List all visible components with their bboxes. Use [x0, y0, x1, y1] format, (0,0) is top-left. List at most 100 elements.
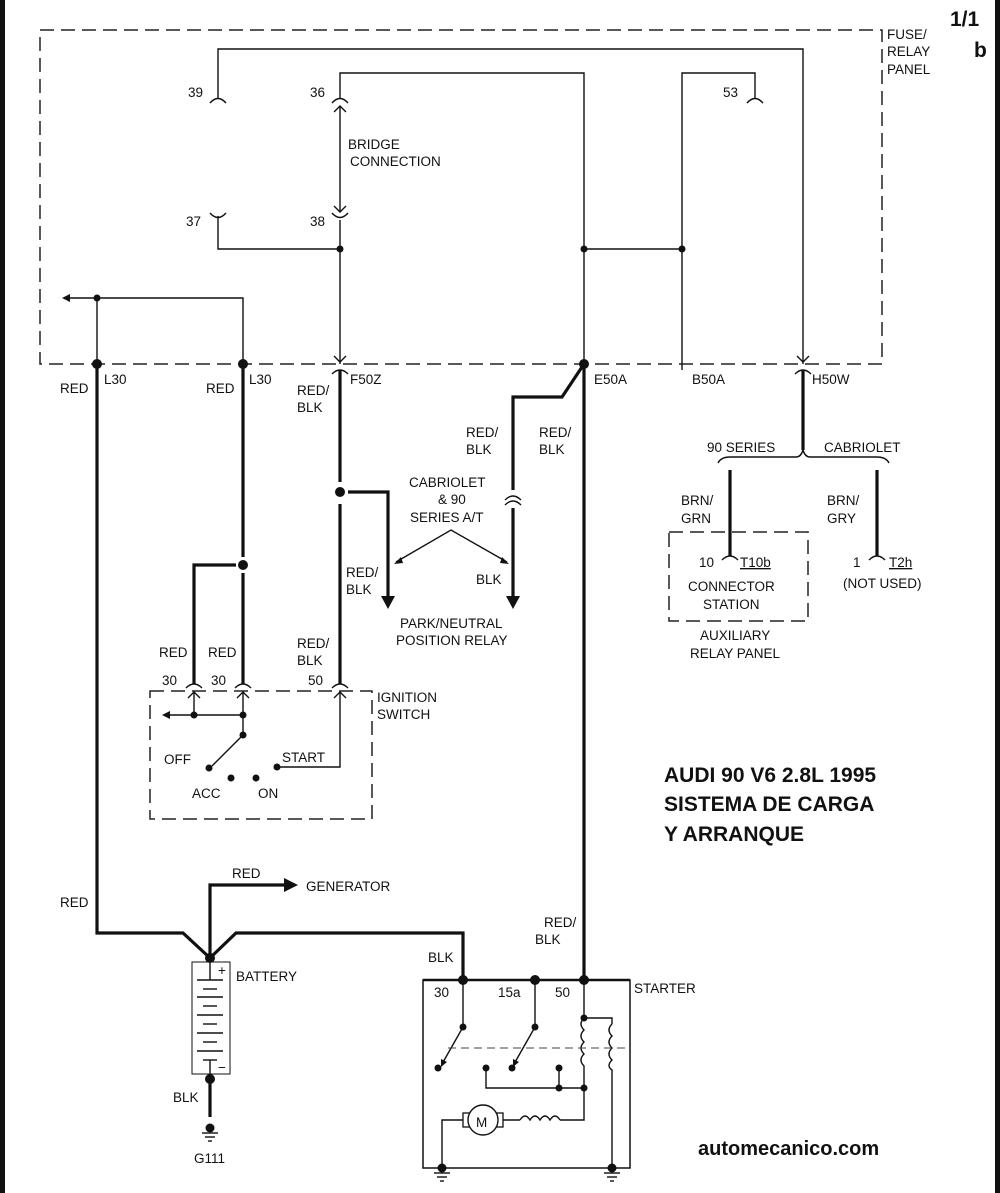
battery-plus: +	[218, 963, 226, 978]
output-l30-1: L30	[104, 372, 127, 387]
switch-contact-acc	[227, 774, 235, 782]
terminal-37-label: 37	[186, 214, 201, 229]
terminal-39-icon	[209, 97, 227, 104]
pn-note-3: SERIES A/T	[410, 510, 484, 525]
ign-pin-30a: 30	[162, 673, 177, 688]
wire-label-red-blk-2: BLK	[346, 582, 372, 597]
junction-dot	[205, 953, 215, 963]
arrow-left-icon	[62, 294, 70, 302]
starter-label: STARTER	[634, 981, 696, 996]
terminal-t2h-icon	[868, 555, 886, 561]
switch-contact-start	[273, 763, 281, 771]
terminal-36-icon	[331, 97, 349, 113]
t2h-label: T2h	[889, 555, 912, 570]
battery-label: BATTERY	[236, 969, 297, 984]
title-line-1: AUDI 90 V6 2.8L 1995	[664, 764, 876, 787]
switch-contact-off	[205, 764, 213, 772]
connector-station-2: STATION	[703, 597, 760, 612]
output-e50a: E50A	[594, 372, 627, 387]
arrow-down-icon	[381, 596, 395, 609]
fuse-panel-label-2: RELAY	[887, 44, 930, 59]
wire-label-brn-grn-1: BRN/	[681, 493, 714, 508]
junction-dot	[336, 245, 344, 253]
starter-internal-wiring	[441, 980, 625, 1168]
ign-on: ON	[258, 786, 278, 801]
starter-pin-15a: 15a	[498, 985, 521, 1000]
pn-relay-label-1: PARK/NEUTRAL	[400, 616, 503, 631]
ign-start: START	[282, 750, 325, 765]
wire-label-red-blk-2: BLK	[297, 400, 323, 415]
connector-station-1: CONNECTOR	[688, 579, 775, 594]
junction-dot	[238, 560, 248, 570]
output-b50a: B50A	[692, 372, 725, 387]
t10b-pin: 10	[699, 555, 714, 570]
terminal-38-icon	[331, 205, 349, 219]
motor-icon	[462, 1104, 504, 1136]
aux-relay-1: AUXILIARY	[700, 628, 770, 643]
connector-station-box	[668, 531, 809, 622]
arrow-right-icon	[284, 878, 298, 892]
terminal-53-icon	[746, 97, 764, 104]
switch-pivot	[239, 731, 247, 739]
arrow-left-icon	[162, 711, 170, 719]
junction-dot	[555, 1084, 563, 1092]
title-line-3: Y ARRANQUE	[664, 823, 804, 846]
motor-label: M	[476, 1115, 487, 1130]
output-h50w: H50W	[812, 372, 850, 387]
switch-pivot	[459, 1023, 467, 1031]
junction-dot	[580, 1014, 588, 1022]
ignition-label-1: IGNITION	[377, 690, 437, 705]
wire-label-red: RED	[208, 645, 237, 660]
left-border	[0, 0, 5, 1193]
wire-label-blk: BLK	[173, 1090, 199, 1105]
fuse-panel-label-3: PANEL	[887, 62, 931, 77]
junction-dot	[205, 1074, 215, 1084]
wire-label-red-blk-1: RED/	[297, 636, 330, 651]
starter-pin-50: 50	[555, 985, 570, 1000]
wire-label-red: RED	[60, 381, 89, 396]
wire-label-red-blk-2: BLK	[466, 442, 492, 457]
ign-acc: ACC	[192, 786, 221, 801]
wire-label-red: RED	[60, 895, 89, 910]
main-thick-wiring	[95, 363, 879, 1117]
ign-pin-50: 50	[308, 673, 323, 688]
variant-brace	[717, 447, 890, 464]
terminal-t10b-icon	[721, 555, 739, 561]
bridge-label-1: BRIDGE	[348, 137, 400, 152]
aux-relay-2: RELAY PANEL	[690, 646, 781, 661]
ground-icon	[604, 1163, 620, 1182]
variant-90-series: 90 SERIES	[707, 440, 775, 455]
wire-label-red-blk-1: RED/	[346, 565, 379, 580]
wire-label-red-blk-1: RED/	[297, 383, 330, 398]
watermark: automecanico.com	[698, 1138, 879, 1160]
junction-dot	[190, 711, 198, 719]
connector-inline-icon	[504, 495, 522, 506]
fuse-panel-internal-wiring	[66, 48, 804, 370]
switch-contact-on	[252, 774, 260, 782]
junction-dot	[678, 245, 686, 253]
battery-minus: −	[218, 1060, 226, 1075]
callout-arrowhead-icon	[394, 557, 403, 564]
switch-pivot	[531, 1023, 539, 1031]
output-l30-2: L30	[249, 372, 272, 387]
wire-label-blk: BLK	[476, 572, 502, 587]
wire-label-red-blk-2: BLK	[297, 653, 323, 668]
sheet-page: 1/1	[950, 8, 980, 31]
wire-label-red: RED	[159, 645, 188, 660]
callout-lines	[395, 529, 508, 563]
junction-dot	[335, 487, 345, 497]
t2h-pin: 1	[853, 555, 861, 570]
wire-label-red: RED	[232, 866, 261, 881]
wire-label-red-blk-1: RED/	[544, 915, 577, 930]
switch-contact	[482, 1064, 490, 1072]
ground-icon	[202, 1123, 218, 1142]
terminal-37-icon	[209, 212, 227, 219]
switch-contact	[555, 1064, 563, 1072]
switch-contact	[508, 1064, 516, 1072]
wire-label-brn-grn-2: GRN	[681, 511, 711, 526]
battery-icon	[191, 961, 231, 1075]
fuse-relay-panel-box	[39, 29, 883, 365]
wire-label-blk: BLK	[428, 950, 454, 965]
variant-cabriolet: CABRIOLET	[824, 440, 901, 455]
